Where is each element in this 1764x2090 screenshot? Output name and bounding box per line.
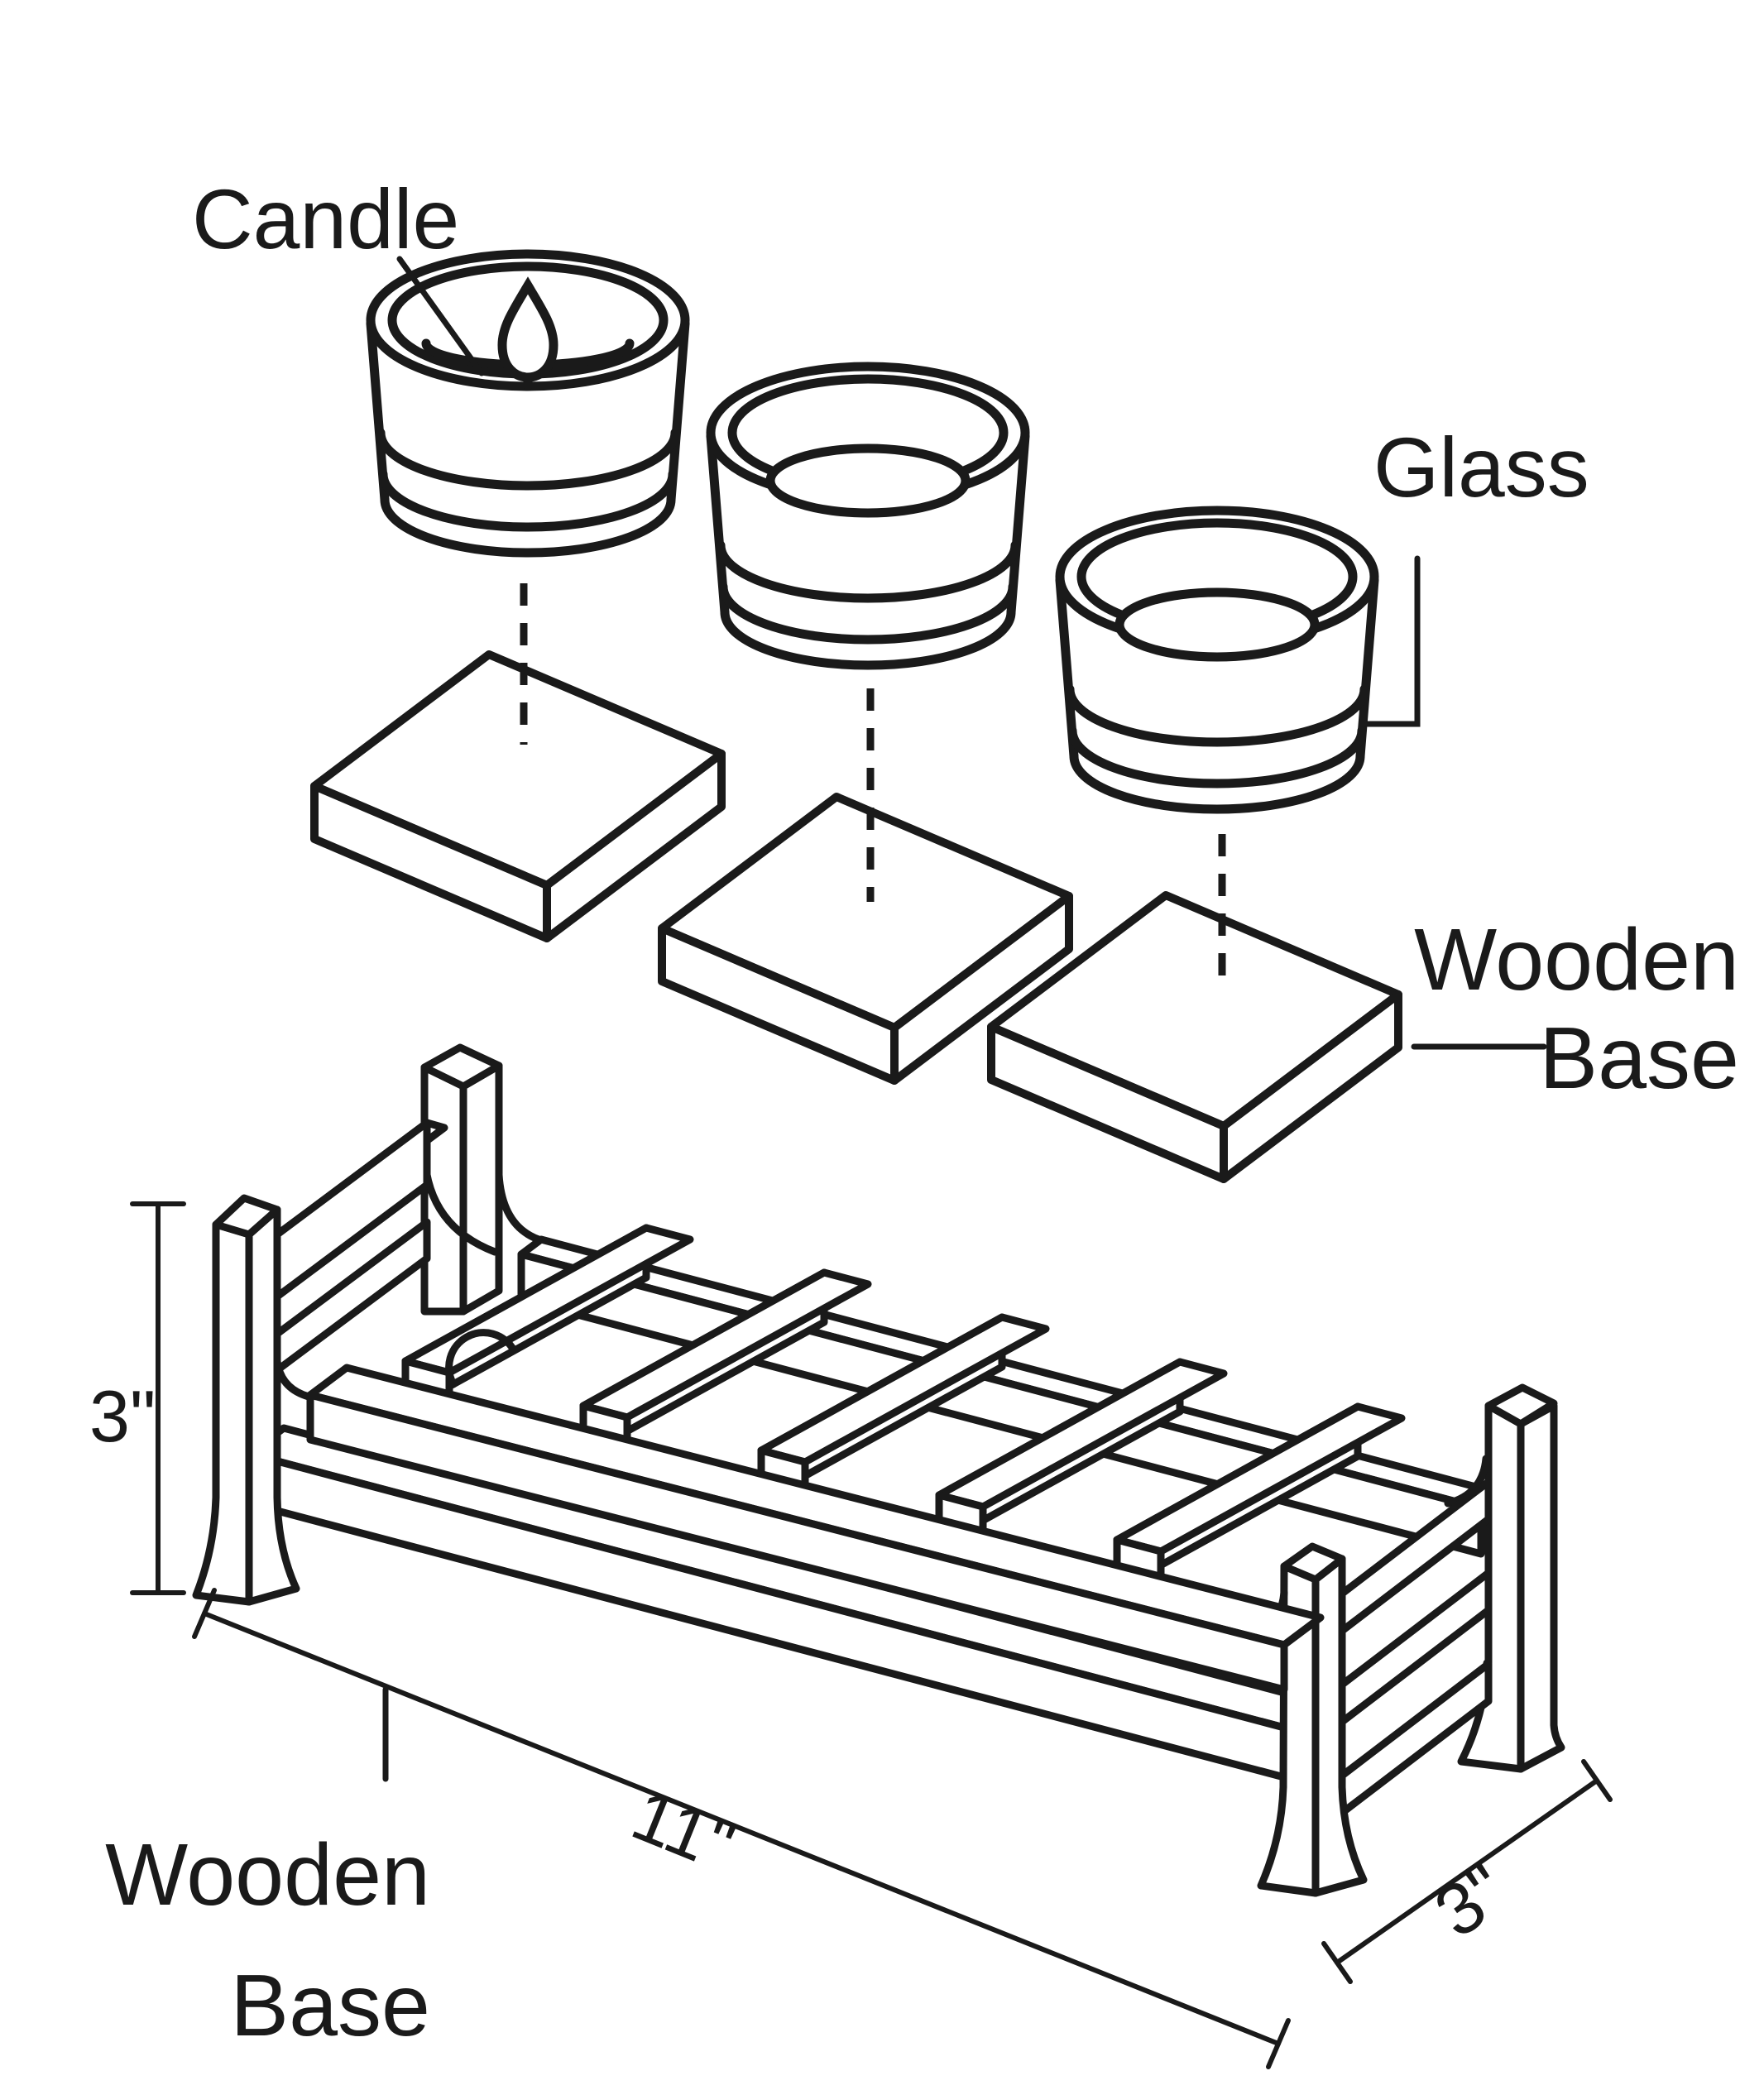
dim-height-value: 3"	[89, 1375, 156, 1457]
cup-band-arc-2	[378, 469, 678, 532]
arch-fillet	[273, 1357, 313, 1401]
glass-cup-2	[706, 362, 1030, 670]
glass-label: Glass	[1373, 420, 1589, 515]
dim-line	[1335, 1778, 1599, 1965]
slat-arch-cutout	[445, 1329, 518, 1388]
dim-depth-value: 3"	[1420, 1848, 1521, 1953]
rack-post-near-right	[1249, 1542, 1368, 1897]
cup-inner-bottom	[1114, 587, 1320, 662]
candle-leader-line	[396, 256, 485, 376]
wooden-base-bottom-line1: Wooden	[105, 1826, 430, 1924]
square-base-1	[310, 650, 726, 942]
glass-cup-1-with-candle	[366, 249, 690, 558]
wooden-base-label-bottom: Wooden Base	[105, 1826, 430, 2054]
rack-cross-slat-4	[935, 1358, 1228, 1560]
dimension-height: 3"	[89, 1201, 186, 1595]
arch-fillet	[495, 1171, 543, 1244]
rack-post-near-left	[192, 1194, 313, 1606]
glass-cup-3	[1055, 506, 1379, 814]
cup-bottom-arc	[380, 495, 676, 558]
dim-tick	[1321, 1941, 1353, 1984]
dim-line	[202, 1611, 1281, 2046]
square-base-2	[658, 793, 1073, 1085]
base-right-face	[890, 892, 1073, 1085]
wooden-base-right-line2: Base	[1539, 1009, 1739, 1107]
square-base-3	[987, 891, 1402, 1183]
glass-leader-line	[1362, 555, 1421, 727]
cup-band-arc-1	[376, 428, 680, 491]
cup-inner-bottom	[765, 443, 971, 518]
dim-tick	[1266, 2018, 1291, 2069]
rack-near-top-rail	[306, 1391, 1288, 1694]
candle-flame-icon	[497, 276, 558, 382]
wooden-base-bottom-line2: Base	[230, 1957, 430, 2054]
wooden-base-right-line1: Wooden	[1414, 911, 1739, 1009]
dim-tick	[1581, 1759, 1613, 1802]
base-right-face	[1220, 990, 1402, 1183]
candle-label: Candle	[192, 172, 459, 266]
wooden-base-label-right: Wooden Base	[1414, 911, 1739, 1107]
wooden-rack	[192, 1043, 1565, 1897]
base-right-face	[543, 750, 726, 942]
dim-tick	[192, 1588, 217, 1639]
